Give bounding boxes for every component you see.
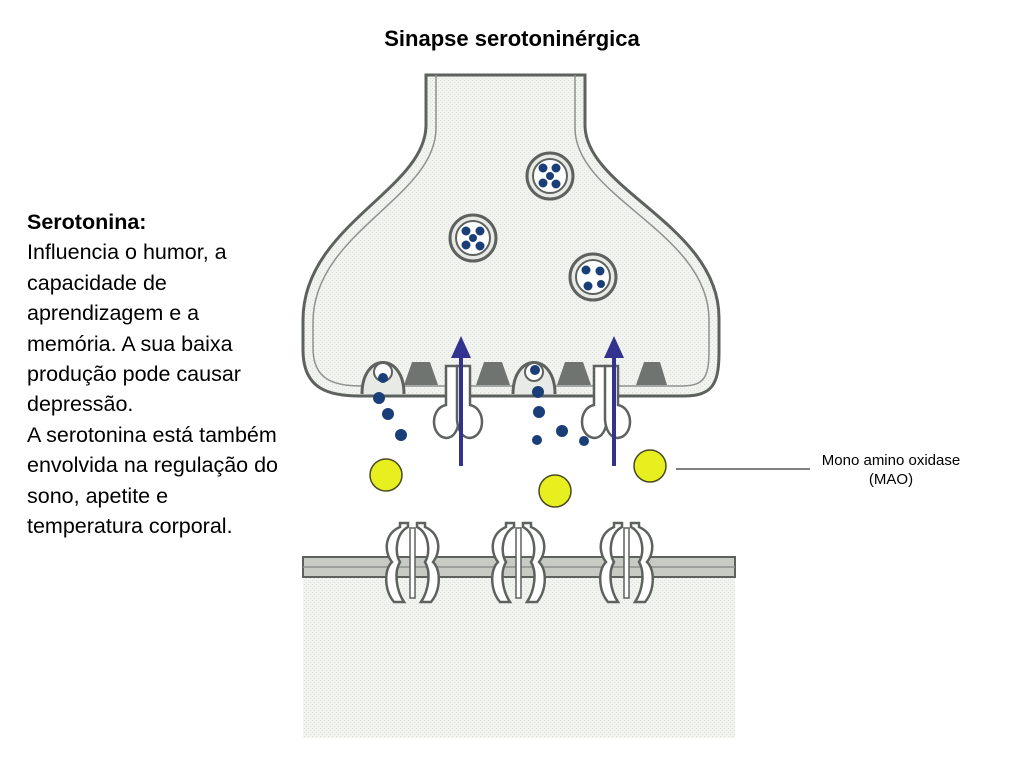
mao-label: Mono amino oxidase (MAO) [806, 451, 976, 489]
pump [557, 362, 591, 385]
reuptake-arrow [451, 336, 471, 466]
synaptic-vesicle [568, 252, 618, 302]
serotonin-paragraph-1: Influencia o humor, a capacidade de apre… [27, 240, 241, 417]
serotonin-molecule [378, 373, 388, 383]
reuptake-arrows [451, 336, 624, 466]
postsynaptic-receptors [385, 521, 654, 604]
reuptake-transporter [432, 364, 484, 440]
serotonin-molecule [533, 406, 545, 418]
mao-enzyme [369, 458, 403, 492]
serotonin-molecule [556, 425, 568, 437]
mao-label-line-2: (MAO) [868, 471, 914, 488]
reuptake-arrow [604, 336, 624, 466]
slide-title: Sinapse serotoninérgica [384, 26, 640, 51]
postsynaptic-receptor [599, 521, 654, 604]
presynaptic-membrane-outer [301, 73, 721, 398]
serotonin-molecule [532, 435, 542, 445]
synaptic-vesicle [525, 151, 575, 201]
synaptic-vesicles [448, 151, 618, 302]
presynaptic-terminal [301, 73, 721, 398]
postsynaptic-receptor [491, 521, 546, 604]
pump [404, 362, 438, 385]
postsynaptic-receptor [385, 521, 440, 604]
serotonin-molecule [395, 429, 407, 441]
serotonin-molecules [373, 365, 589, 446]
serotonin-molecule [373, 392, 385, 404]
pump [636, 362, 667, 385]
mao-label-line-1: Mono amino oxidase [821, 452, 961, 469]
mao-enzyme [538, 474, 572, 508]
reuptake-transporters [432, 364, 632, 440]
serotonin-molecule [532, 386, 544, 398]
serotonin-heading: Serotonina: [27, 210, 147, 234]
postsynaptic-cell-body [303, 575, 735, 738]
serotonin-paragraph-2: A serotonina está também envolvida na re… [27, 422, 279, 539]
mao-enzyme [633, 449, 667, 483]
serotonin-molecule [530, 365, 540, 375]
mao-enzymes [369, 449, 667, 508]
membrane-pumps [404, 362, 667, 385]
pump [476, 362, 510, 385]
serotonin-molecule [382, 408, 394, 420]
synaptic-vesicle [448, 213, 498, 263]
reuptake-transporter [580, 364, 632, 440]
serotonin-description: Serotonina: Influencia o humor, a capaci… [27, 207, 282, 541]
serotonin-molecule [579, 436, 589, 446]
